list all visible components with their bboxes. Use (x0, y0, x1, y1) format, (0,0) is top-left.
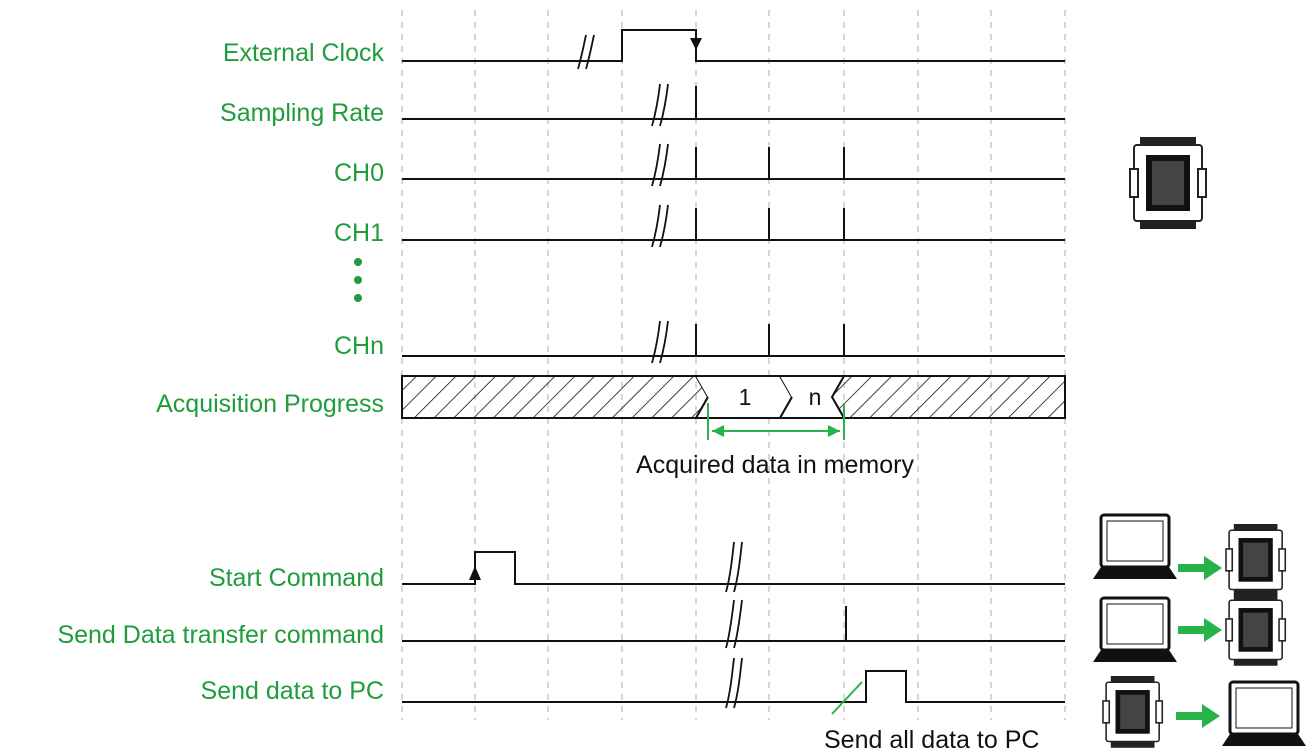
send-all-data-note: Send all data to PC (824, 726, 1039, 754)
segment-label-1: 1 (739, 384, 752, 410)
daq-module-icon (1225, 524, 1287, 596)
label-start-command: Start Command (209, 564, 384, 592)
break-mark-sampling (651, 83, 669, 127)
ellipsis-dots (354, 258, 362, 302)
break-mark-send (725, 657, 743, 709)
label-ch1: CH1 (334, 219, 384, 247)
label-acquisition-progress: Acquisition Progress (156, 390, 384, 418)
label-send-data-to-pc: Send data to PC (201, 677, 384, 705)
clock-falling-edge-arrow (690, 38, 702, 50)
laptop-icon (1222, 680, 1306, 746)
grid-lines (401, 10, 1066, 720)
break-mark-chn (651, 320, 669, 364)
label-external-clock: External Clock (223, 39, 385, 67)
daq-module-icon (1129, 137, 1207, 229)
laptop-icon (1093, 513, 1177, 579)
segment-label-n: n (809, 384, 822, 410)
break-mark-ch1 (651, 204, 669, 248)
acquired-data-note: Acquired data in memory (636, 451, 914, 479)
daq-module-icon (1102, 676, 1164, 748)
label-ch0: CH0 (334, 159, 384, 187)
send-all-pointer (831, 681, 863, 715)
label-chn: CHn (334, 332, 384, 360)
start-command-wave (402, 551, 1065, 585)
right-arrow-icon (1178, 618, 1222, 642)
hatched-region-left (401, 375, 710, 419)
acquisition-progress-bus: 1 n (401, 375, 1066, 419)
right-arrow-icon (1176, 704, 1220, 728)
break-mark-transfer (725, 599, 743, 649)
start-rising-edge-arrow (469, 566, 481, 580)
acquired-span (707, 403, 845, 440)
hatched-region-right (830, 375, 1066, 419)
break-mark-ch0 (651, 143, 669, 187)
label-send-data-transfer-command: Send Data transfer command (57, 621, 384, 649)
laptop-icon (1093, 596, 1177, 662)
data-segment-n (778, 375, 846, 419)
daq-module-icon (1225, 594, 1287, 666)
break-mark-external-clock (577, 34, 595, 70)
break-mark-start (725, 541, 743, 593)
label-sampling-rate: Sampling Rate (220, 99, 384, 127)
external-clock-wave (402, 29, 1065, 62)
right-arrow-icon (1178, 556, 1222, 580)
send-data-to-pc-wave (402, 670, 1065, 703)
